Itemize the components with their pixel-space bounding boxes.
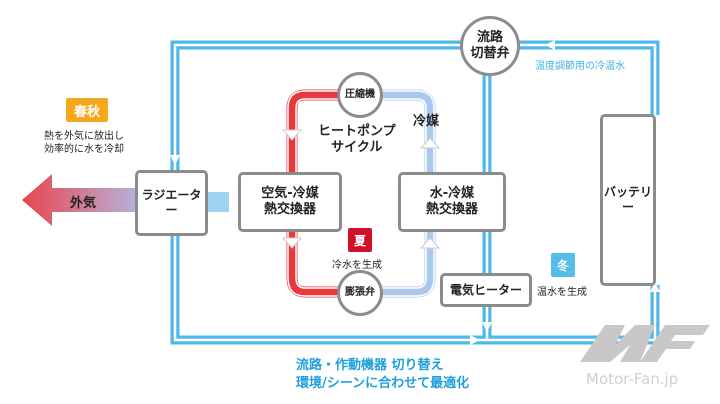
heat-pump-label: ヒートポンプ サイクル bbox=[318, 124, 396, 156]
air-refrigerant-hx-box: 空気-冷媒 熱交換器 bbox=[238, 172, 342, 232]
battery-box: バッテリー bbox=[600, 114, 656, 286]
radiator-box: ラジエーター bbox=[135, 170, 208, 236]
caption-line2: 環境/シーンに合わせて最適化 bbox=[296, 376, 470, 391]
water-refrigerant-hx-box: 水-冷媒 熱交換器 bbox=[398, 172, 506, 232]
summer-desc: 冷水を生成 bbox=[332, 260, 382, 271]
spring-autumn-desc: 熱を外気に放出し 効率的に水を冷却 bbox=[44, 131, 124, 155]
temp-water-label: 温度調節用の冷温水 bbox=[535, 61, 625, 72]
watermark-text: Motor-Fan.jp bbox=[586, 370, 679, 388]
flow-switch-valve: 流路 切替弁 bbox=[460, 16, 520, 76]
caption-line1: 流路・作動機器 切り替え bbox=[296, 358, 444, 373]
expansion-valve-circle: 膨張弁 bbox=[337, 270, 383, 316]
winter-badge: 冬 bbox=[551, 253, 575, 277]
flow-arrows bbox=[170, 40, 660, 345]
spring-autumn-badge: 春秋 bbox=[66, 98, 108, 122]
motorfan-logo bbox=[580, 325, 710, 362]
winter-desc: 温水を生成 bbox=[537, 287, 587, 298]
electric-heater-box: 電気ヒーター bbox=[440, 273, 532, 307]
outside-air-label: 外気 bbox=[70, 196, 97, 211]
summer-badge: 夏 bbox=[348, 228, 372, 252]
outside-air-arrow bbox=[22, 174, 137, 226]
compressor-circle: 圧縮機 bbox=[337, 72, 383, 118]
refrigerant-label: 冷媒 bbox=[413, 114, 440, 129]
